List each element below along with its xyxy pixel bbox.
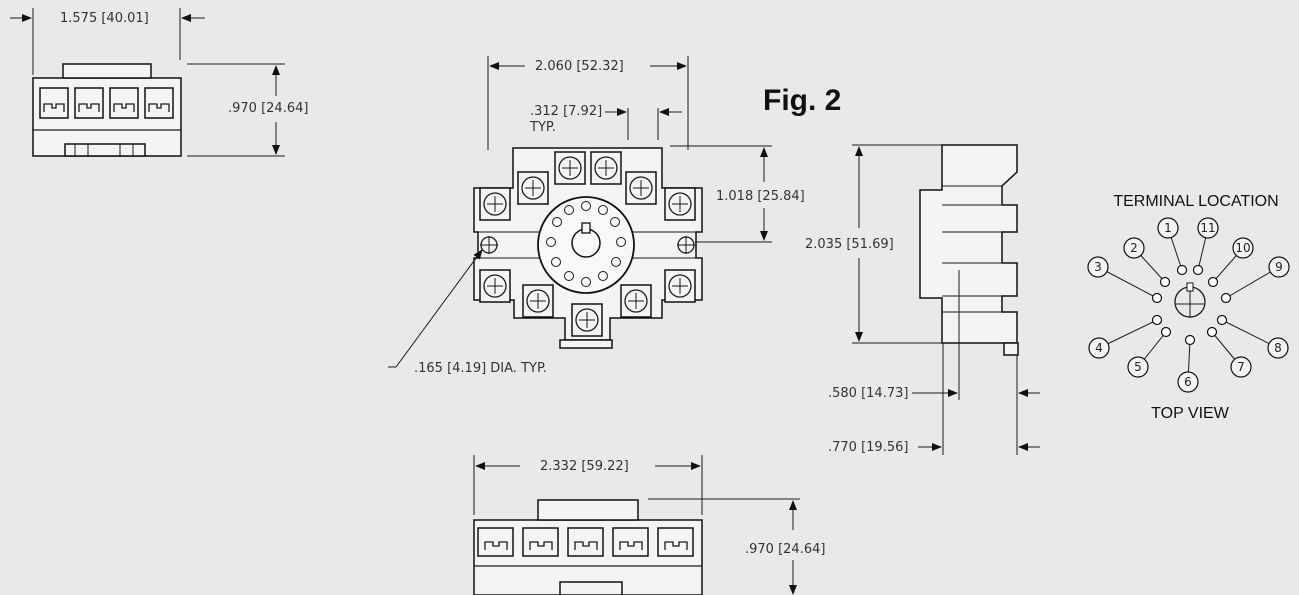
terminal-pin-socket	[1151, 314, 1163, 326]
terminal-pin-label: 6	[1184, 375, 1192, 389]
terminal-pin-label: 4	[1095, 341, 1103, 355]
terminal-pin-circle	[1268, 256, 1290, 278]
terminal-pin-circle	[1230, 356, 1252, 378]
terminal-pin-circle	[1197, 217, 1219, 239]
dim-side-height: .970 [24.64]	[228, 101, 308, 116]
figure-label: Fig. 2	[763, 84, 841, 117]
terminal-pin-socket	[1192, 264, 1204, 276]
terminal-pin-label: 2	[1130, 241, 1138, 255]
socket-top-view: 2.060 [52.32] .312 [7.92] TYP.	[388, 56, 805, 376]
terminal-pin-socket	[1216, 314, 1228, 326]
terminal-pin-socket	[1220, 292, 1232, 304]
terminal-screws	[479, 151, 696, 337]
terminal-pin-label: 8	[1274, 341, 1282, 355]
terminal-pin-leader	[1097, 266, 1158, 299]
dim-front-width: 2.332 [59.22]	[540, 459, 629, 474]
terminal-pin-label: 1	[1164, 221, 1172, 235]
terminal-pin-socket	[1184, 334, 1196, 346]
side-profile-view: 2.035 [51.69] .580 [14.73] .770 [19.56]	[805, 144, 1040, 455]
dim-depth-b: .770 [19.56]	[828, 440, 908, 455]
terminal-pin-circle	[1157, 217, 1179, 239]
terminal-location-subtitle: TOP VIEW	[1151, 405, 1230, 422]
terminal-pins: 1 2 3 4 5 6 7 8 9 10 11	[1087, 217, 1290, 393]
terminal-location-diagram: TERMINAL LOCATION TOP VIEW 1 2 3 4 5 6 7 8 9 10 11	[1087, 193, 1290, 422]
dim-side-width: 1.575 [40.01]	[60, 11, 149, 26]
terminal-pin-circle	[1177, 371, 1199, 393]
terminal-pin-socket	[1206, 326, 1218, 338]
terminal-pin-circle	[1123, 237, 1145, 259]
terminal-pin-socket	[1159, 276, 1171, 288]
terminal-pin-leader	[1098, 319, 1158, 349]
terminal-pin-circle	[1087, 256, 1109, 278]
terminal-pin-socket	[1207, 276, 1219, 288]
terminal-pin-socket	[1160, 326, 1172, 338]
terminal-pin-socket	[1151, 292, 1163, 304]
dim-top-width: 2.060 [52.32]	[535, 59, 624, 74]
terminal-pin-label: 10	[1235, 241, 1250, 255]
dim-depth-a: .580 [14.73]	[828, 386, 908, 401]
terminal-pin-label: 3	[1094, 260, 1102, 274]
dim-pitch-note: TYP.	[529, 120, 556, 135]
terminal-pin-label: 5	[1134, 360, 1142, 374]
side-view-small: 1.575 [40.01] .970 [24.64]	[10, 8, 308, 157]
dim-front-height: .970 [24.64]	[745, 542, 825, 557]
terminal-pin-label: 9	[1275, 260, 1283, 274]
terminal-pin-circle	[1127, 356, 1149, 378]
dim-total-height: 2.035 [51.69]	[805, 237, 894, 252]
terminal-pin-socket	[1176, 264, 1188, 276]
dim-pitch: .312 [7.92]	[530, 104, 602, 119]
terminal-pin-circle	[1088, 337, 1110, 359]
dim-terminal-row: 1.018 [25.84]	[716, 189, 805, 204]
terminal-pin-circle	[1267, 337, 1289, 359]
terminal-pin-label: 7	[1237, 360, 1245, 374]
terminal-pin-label: 11	[1200, 221, 1215, 235]
dim-hole-dia: .165 [4.19] DIA. TYP.	[414, 361, 547, 376]
terminal-pin-circle	[1232, 237, 1254, 259]
front-view: 2.332 [59.22] .970 [24.64]	[473, 455, 825, 595]
terminal-location-title: TERMINAL LOCATION	[1113, 193, 1278, 210]
